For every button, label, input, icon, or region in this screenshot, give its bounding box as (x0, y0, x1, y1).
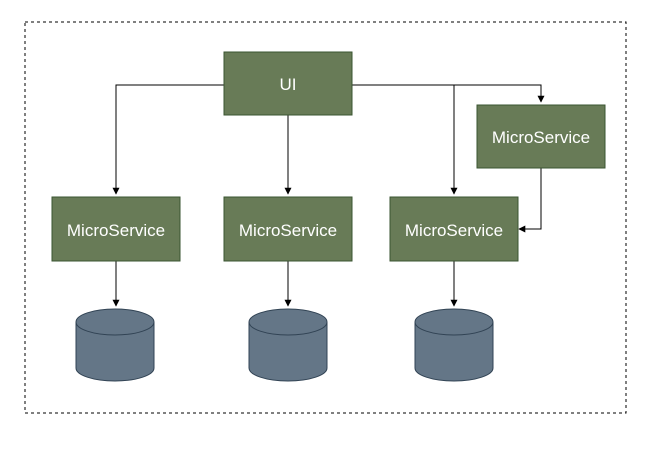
database-rim (75, 321, 155, 336)
service-node-box (389, 196, 519, 262)
edges (112, 84, 545, 307)
service-node-label: MicroService (492, 128, 590, 147)
service-node-box (51, 196, 181, 262)
service-node-label: MicroService (67, 221, 165, 240)
service-node-box (223, 196, 353, 262)
edge-ui-to-service-1 (112, 84, 224, 195)
edge-service-4-to-service-3 (518, 168, 542, 233)
ui-node-box (223, 51, 353, 116)
service-node-4: MicroService (476, 104, 606, 169)
database-2 (248, 308, 328, 382)
ui-node-label: UI (280, 75, 297, 94)
database-cylinder (248, 308, 328, 382)
database-rim (414, 321, 494, 336)
database-3 (414, 308, 494, 382)
service-node-box (476, 104, 606, 169)
database-cylinder (75, 308, 155, 382)
edge-ui-to-service-4 (454, 84, 545, 103)
service-node-label: MicroService (239, 221, 337, 240)
ui-node: UI (223, 51, 353, 116)
database-rim (248, 321, 328, 336)
service-node-1: MicroService (51, 196, 181, 262)
service-node-label: MicroService (405, 221, 503, 240)
service-node-3: MicroService (389, 196, 519, 262)
edge-ui-to-service-3 (352, 84, 458, 195)
service-node-2: MicroService (223, 196, 353, 262)
database-1 (75, 308, 155, 382)
database-cylinder (414, 308, 494, 382)
system-boundary (24, 21, 627, 414)
